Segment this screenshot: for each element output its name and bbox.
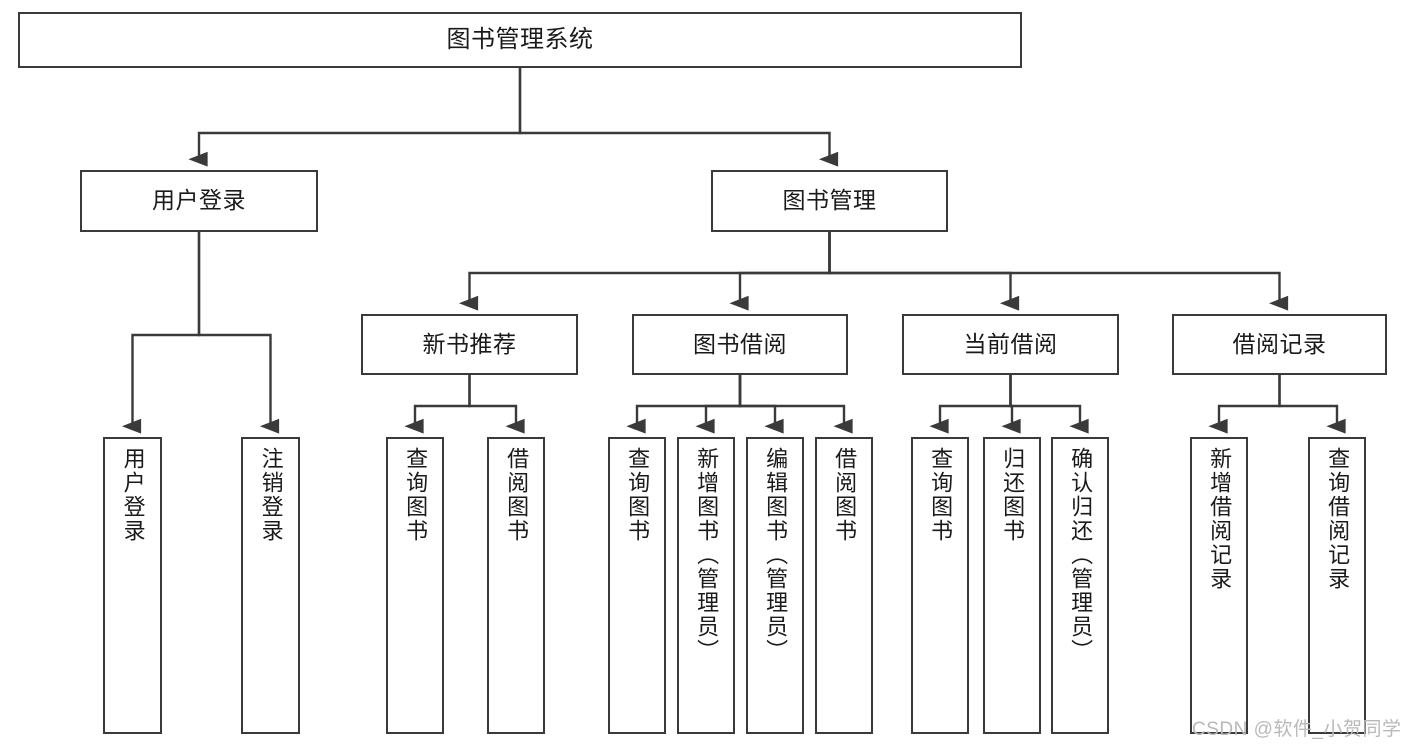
connector-root-to-n-user-login <box>188 68 522 167</box>
node-l-borrow-book-2[interactable]: 借阅图书 <box>815 437 873 734</box>
connector-n-new-book-rec-to-l-query-book-1 <box>404 375 471 434</box>
node-l-add-book[interactable]: 新增图书（管理员） <box>677 437 735 734</box>
node-label: 借阅记录 <box>1232 330 1327 357</box>
node-label: 当前借阅 <box>963 330 1058 357</box>
connector-n-book-borrow-to-l-edit-book <box>738 375 784 434</box>
connector-n-book-borrow-to-l-add-book <box>695 375 742 434</box>
connector-n-book-manage-to-n-book-borrow <box>729 232 831 311</box>
node-label: 图书管理系统 <box>446 25 594 53</box>
node-label: 借阅图书 <box>504 447 530 543</box>
node-label: 编辑图书（管理员） <box>763 447 789 663</box>
node-label: 归还图书 <box>1000 447 1026 543</box>
node-label: 图书借阅 <box>693 330 787 357</box>
node-label: 查询图书 <box>928 447 954 543</box>
node-label: 新书推荐 <box>422 330 517 357</box>
connector-n-user-login-to-l-logout <box>197 232 280 434</box>
node-l-query-record[interactable]: 查询借阅记录 <box>1308 437 1366 734</box>
node-n-book-manage[interactable]: 图书管理 <box>711 170 948 232</box>
node-n-new-book-rec[interactable]: 新书推荐 <box>361 314 578 375</box>
node-l-user-login[interactable]: 用户登录 <box>103 437 162 734</box>
node-n-user-login[interactable]: 用户登录 <box>80 170 318 232</box>
connector-root-to-n-book-manage <box>518 68 839 167</box>
connector-n-new-book-rec-to-l-borrow-book-1 <box>468 375 525 434</box>
node-l-query-book-1[interactable]: 查询图书 <box>386 437 444 734</box>
node-label: 借阅图书 <box>832 447 858 543</box>
node-l-borrow-book-1[interactable]: 借阅图书 <box>487 437 545 734</box>
node-label: 注销登录 <box>258 447 284 543</box>
node-label: 查询图书 <box>403 447 429 543</box>
connector-n-book-manage-to-n-new-book-rec <box>458 232 831 311</box>
node-l-logout[interactable]: 注销登录 <box>241 437 300 734</box>
connector-n-borrow-record-to-l-add-record <box>1208 375 1281 434</box>
connector-n-current-borrow-to-l-return-book <box>1001 375 1021 434</box>
node-label: 查询图书 <box>625 447 651 543</box>
node-label: 图书管理 <box>782 187 877 214</box>
node-n-borrow-record[interactable]: 借阅记录 <box>1172 314 1387 375</box>
node-root[interactable]: 图书管理系统 <box>18 12 1022 68</box>
node-label: 新增图书（管理员） <box>694 447 720 663</box>
node-l-add-record[interactable]: 新增借阅记录 <box>1190 437 1248 734</box>
connector-n-borrow-record-to-l-query-record <box>1278 375 1346 434</box>
connector-n-user-login-to-l-user-login <box>121 232 201 434</box>
watermark-text: CSDN @软件_小贺同学 <box>1192 719 1402 740</box>
connector-n-book-manage-to-n-borrow-record <box>828 232 1289 311</box>
node-l-return-book[interactable]: 归还图书 <box>983 437 1041 734</box>
connector-n-book-manage-to-n-current-borrow <box>828 232 1020 311</box>
node-n-current-borrow[interactable]: 当前借阅 <box>902 314 1119 375</box>
node-l-edit-book[interactable]: 编辑图书（管理员） <box>746 437 804 734</box>
node-label: 确认归还（管理员） <box>1068 447 1094 663</box>
node-label: 新增借阅记录 <box>1207 447 1233 591</box>
node-l-query-book-2[interactable]: 查询图书 <box>608 437 666 734</box>
connector-n-book-borrow-to-l-query-book-2 <box>626 375 742 434</box>
node-n-book-borrow[interactable]: 图书借阅 <box>632 314 848 375</box>
connector-n-book-borrow-to-l-borrow-book-2 <box>738 375 853 434</box>
node-l-query-book-3[interactable]: 查询图书 <box>911 437 969 734</box>
connector-n-current-borrow-to-l-query-book-3 <box>929 375 1012 434</box>
node-label: 查询借阅记录 <box>1325 447 1351 591</box>
node-l-confirm-return[interactable]: 确认归还（管理员） <box>1051 437 1109 734</box>
node-label: 用户登录 <box>152 187 246 214</box>
node-label: 用户登录 <box>120 447 146 543</box>
connector-n-current-borrow-to-l-confirm-return <box>1009 375 1089 434</box>
